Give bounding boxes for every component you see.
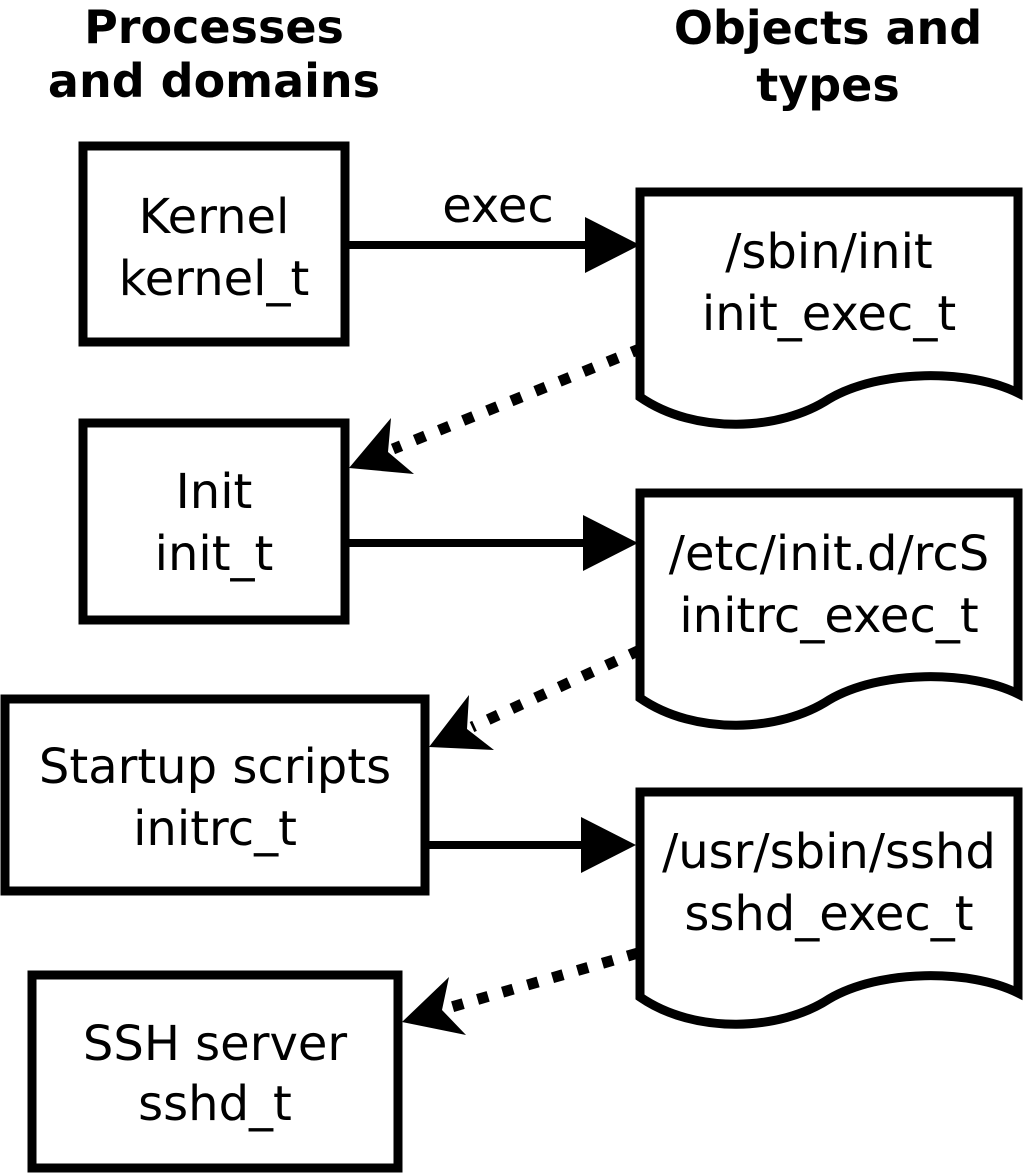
process-box-startup-scripts-rect [0,694,430,896]
process-box-startup-scripts: Startup scripts initrc_t [0,694,430,896]
object-doc-etc-initd-rcs: /etc/init.d/rcS initrc_exec_t [635,488,1023,730]
transition-arrowhead-icon [402,977,466,1035]
exec-arrowhead-icon [581,817,636,873]
object-doc-usr-sbin-sshd-path: /usr/sbin/sshd [662,824,996,880]
process-box-ssh-server-name: SSH server [83,1016,348,1072]
object-doc-sbin-init-path: /sbin/init [725,224,933,280]
exec-arrow-init-to-rcs [345,515,638,571]
column-header-objects: Objects and types [674,1,982,112]
document-shape-icon [635,187,1023,429]
process-box-kernel-rect [78,141,350,347]
process-box-startup-scripts-name: Startup scripts [39,739,391,795]
transition-arrow-line [446,947,640,1014]
object-doc-etc-initd-rcs-path: /etc/init.d/rcS [669,526,989,582]
transition-arrow-line [469,645,643,732]
transition-arrow-sbin-init-to-init [349,342,645,474]
exec-arrowhead-icon [583,515,638,571]
exec-arrowhead-icon [585,217,640,273]
transition-arrowhead-icon [429,695,494,750]
object-doc-usr-sbin-sshd: /usr/sbin/sshd sshd_exec_t [635,787,1023,1029]
document-shape-icon [635,488,1023,730]
process-box-init-rect [78,418,350,625]
process-box-ssh-server: SSH server sshd_t [27,970,403,1173]
transition-arrow-rcs-to-startup-scripts [429,645,643,750]
process-box-ssh-server-type: sshd_t [138,1076,292,1132]
exec-arrow-startup-to-sshd [425,817,636,873]
header-processes-line1: Processes [84,0,344,54]
header-objects-line1: Objects and [674,1,982,55]
transition-arrow-line [390,342,645,455]
process-box-kernel-type: kernel_t [119,251,310,307]
process-box-init: Init init_t [78,418,350,625]
process-box-ssh-server-rect [27,970,403,1173]
exec-arrow-label: exec [442,178,554,234]
process-box-kernel-name: Kernel [139,189,290,245]
object-doc-usr-sbin-sshd-type: sshd_exec_t [684,886,973,942]
transition-arrow-sshd-to-ssh-server [402,947,640,1035]
exec-arrow-kernel-to-sbin-init: exec [345,178,640,273]
document-shape-icon [635,787,1023,1029]
column-header-processes: Processes and domains [48,0,380,108]
process-box-init-name: Init [176,464,253,520]
object-doc-etc-initd-rcs-type: initrc_exec_t [679,588,978,644]
header-processes-line2: and domains [48,54,380,108]
transition-arrowhead-icon [349,418,414,474]
object-doc-sbin-init: /sbin/init init_exec_t [635,187,1023,429]
process-box-init-type: init_t [155,526,274,582]
process-box-kernel: Kernel kernel_t [78,141,350,347]
process-box-startup-scripts-type: initrc_t [133,801,297,857]
object-doc-sbin-init-type: init_exec_t [702,286,956,342]
header-objects-line2: types [756,58,899,112]
